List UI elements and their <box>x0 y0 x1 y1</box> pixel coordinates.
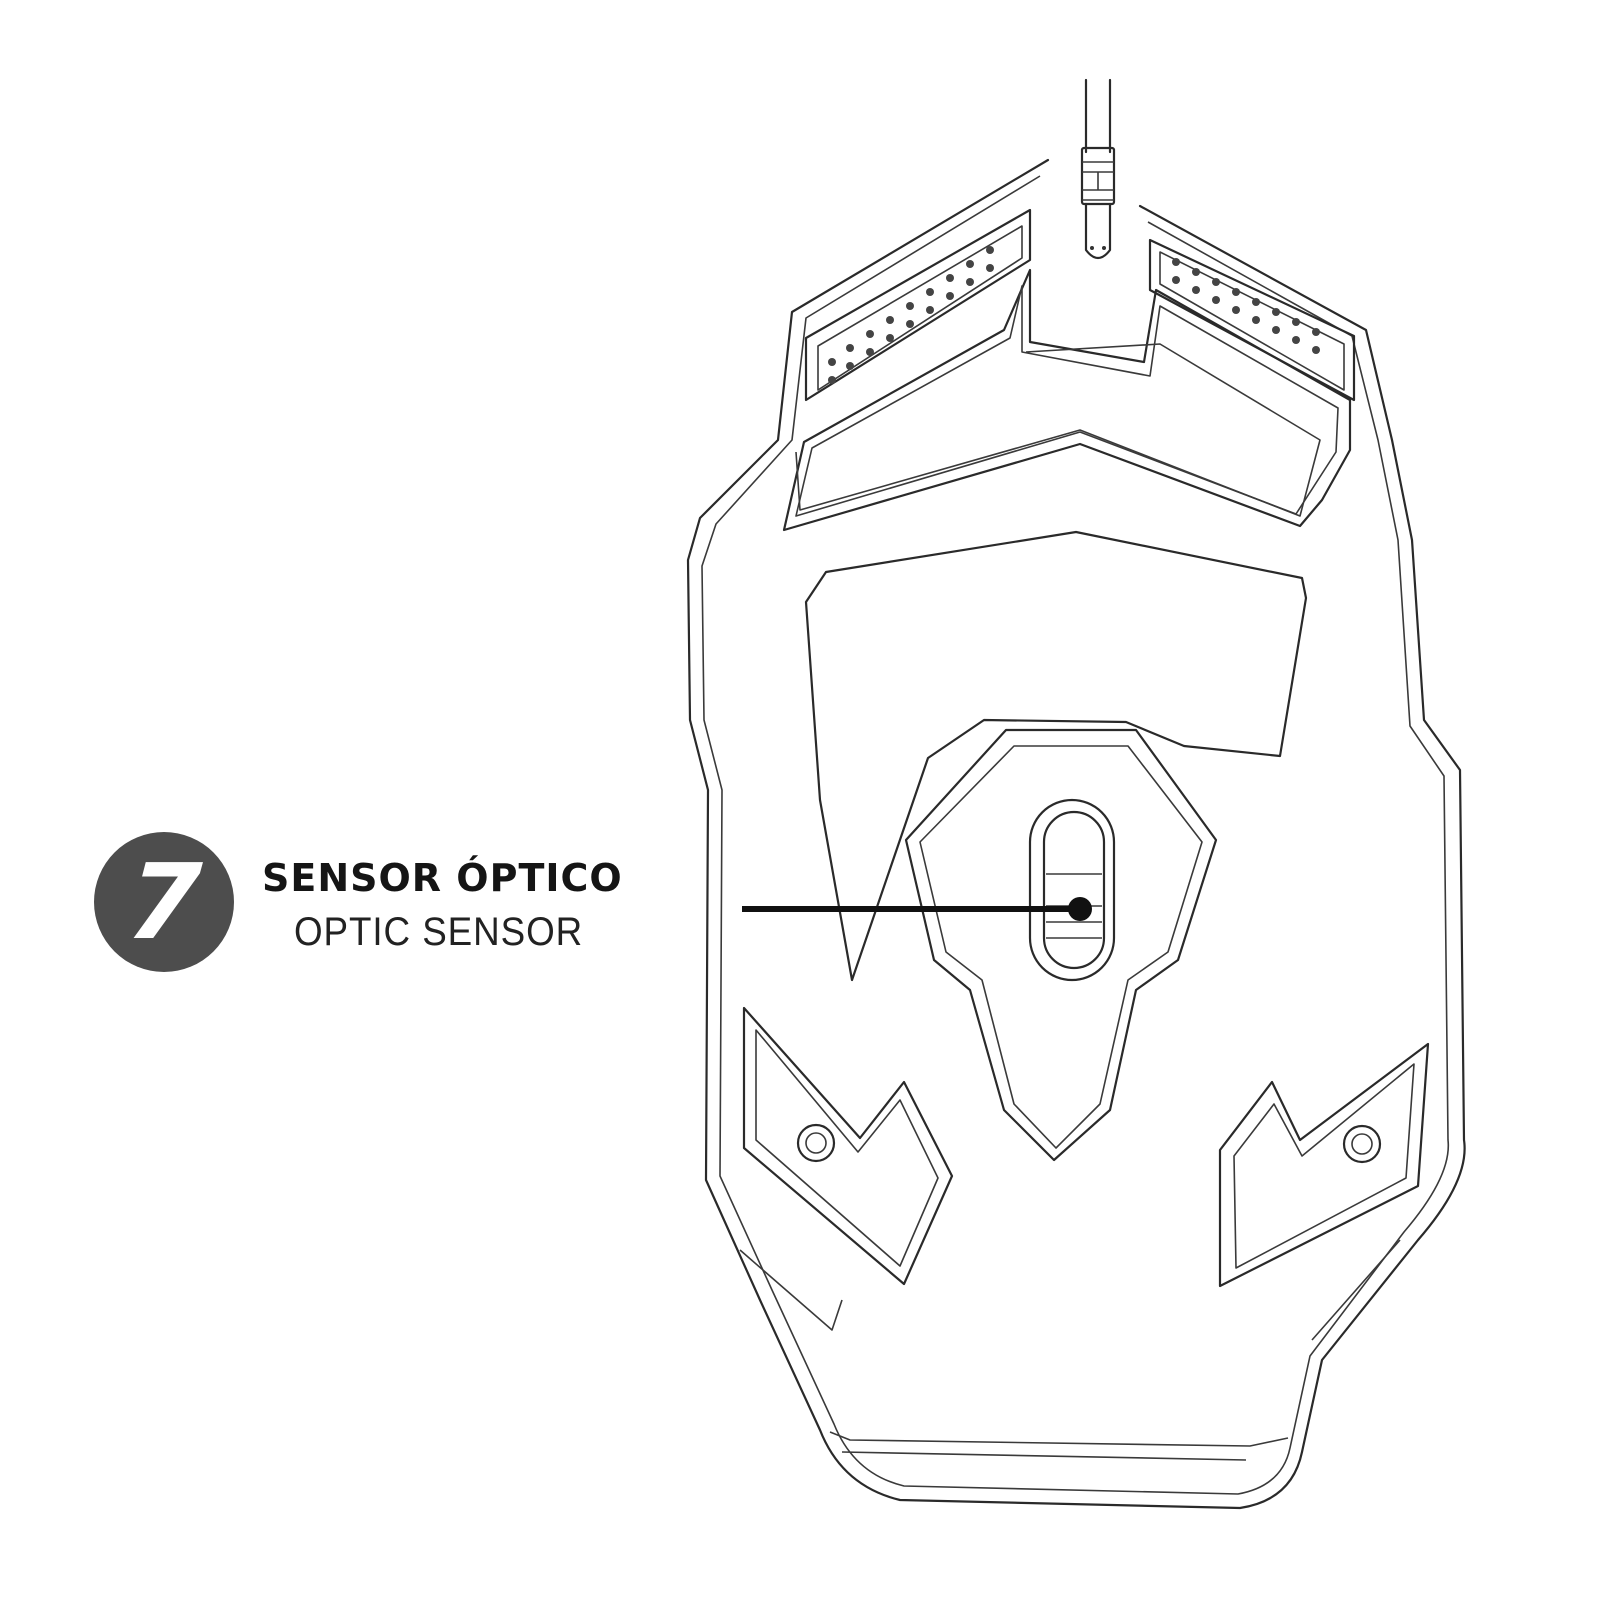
grip-dots <box>828 246 1320 384</box>
callout-label-english: OPTIC SENSOR <box>294 910 584 954</box>
cable <box>1080 78 1116 260</box>
callout-number: 7 <box>123 841 205 963</box>
left-rear-foot <box>742 1006 954 1286</box>
callout-number-badge: 7 <box>94 832 234 972</box>
top-glide-pad <box>782 268 1352 532</box>
optical-sensor <box>1028 798 1116 982</box>
callout-label-spanish: SENSOR ÓPTICO <box>262 856 623 900</box>
right-grip-pad <box>1148 238 1356 402</box>
left-grip-pad <box>804 208 1032 402</box>
mouse-outline <box>686 158 1466 1510</box>
upper-center-pad <box>804 530 1308 982</box>
right-rear-foot <box>1218 1042 1430 1288</box>
callout-leader-line <box>742 897 1092 921</box>
sensor-plate <box>904 728 1218 1162</box>
